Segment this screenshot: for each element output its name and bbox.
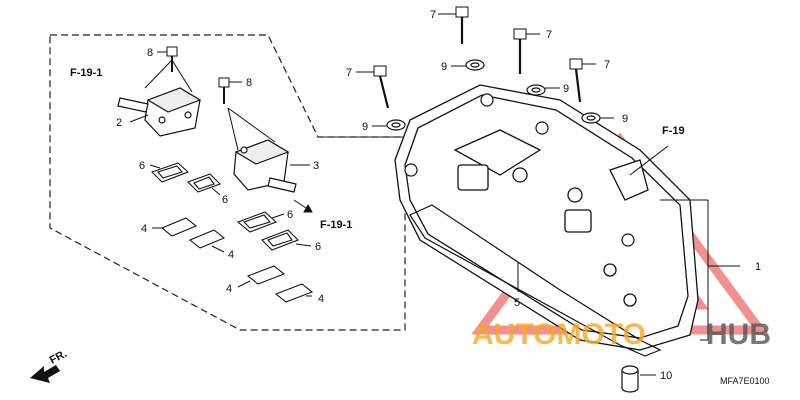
callout-4: 4	[318, 293, 324, 305]
callout-9: 9	[362, 121, 368, 133]
callout-4: 4	[228, 249, 234, 261]
callout-9: 9	[563, 83, 569, 95]
callout-8: 8	[246, 77, 252, 89]
reference-arrows-icon	[293, 199, 313, 213]
part-8-bolt-lower	[218, 77, 230, 104]
part-5-gasket	[409, 204, 662, 357]
part-6-gaskets	[150, 162, 299, 251]
callout-7: 7	[430, 9, 436, 21]
callout-4: 4	[141, 223, 147, 235]
reference-label: F-19	[662, 125, 685, 137]
drawing-code: MFA7E0100	[720, 376, 770, 386]
watermark-text-part1: AUTOMOTO	[472, 318, 646, 351]
callout-9: 9	[622, 113, 628, 125]
callout-7: 7	[346, 67, 352, 79]
callout-6: 6	[222, 194, 228, 206]
part-2-valve	[117, 87, 202, 137]
callout-1: 1	[755, 261, 761, 273]
callout-5: 5	[514, 297, 520, 309]
front-arrow-icon	[30, 365, 60, 383]
callout-3: 3	[313, 160, 319, 172]
group-boundary-left	[49, 34, 406, 331]
callout-2: 2	[116, 117, 122, 129]
reference-label: F-19-1	[70, 67, 102, 79]
callout-7: 7	[546, 29, 552, 41]
front-marker: FR.	[48, 348, 69, 367]
part-8-bolt-upper	[166, 46, 178, 72]
callout-6: 6	[287, 209, 293, 221]
callout-6: 6	[315, 241, 321, 253]
part-3-valve	[233, 139, 297, 193]
cover-bolt-holes	[404, 93, 635, 247]
part-4-reed-plates	[160, 217, 314, 303]
part-9-washers	[386, 59, 601, 131]
callout-leaders	[356, 13, 740, 376]
callout-7: 7	[604, 59, 610, 71]
part-10-collar	[621, 365, 639, 393]
callout-6: 6	[139, 160, 145, 172]
part-1-head-cover	[394, 84, 699, 351]
reference-label: F-19-1	[320, 219, 352, 231]
watermark-text-part2: HUB	[706, 318, 771, 351]
callout-8: 8	[147, 47, 153, 59]
callout-9: 9	[441, 61, 447, 73]
callout-4: 4	[226, 283, 232, 295]
callout-10: 10	[660, 370, 672, 382]
